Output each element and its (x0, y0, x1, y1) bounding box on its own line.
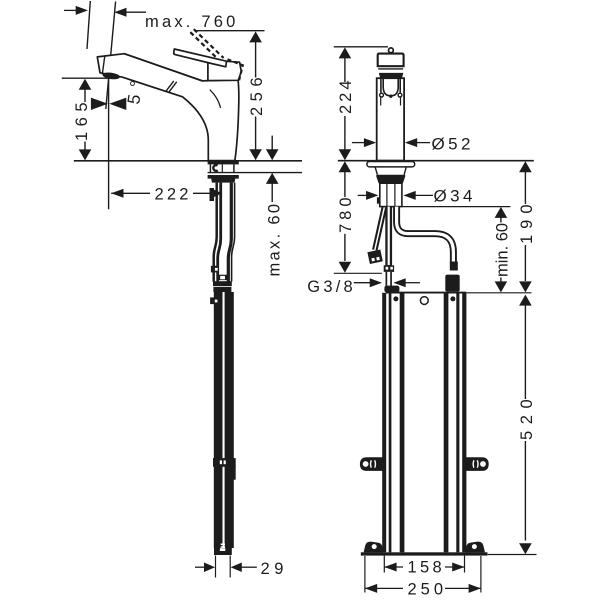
svg-text:250: 250 (408, 580, 448, 598)
svg-text:min. 60: min. 60 (494, 223, 512, 277)
svg-text:max. 760: max. 760 (145, 13, 238, 31)
svg-text:780: 780 (337, 193, 355, 233)
svg-text:165: 165 (73, 97, 91, 141)
svg-text:158: 158 (408, 558, 446, 576)
svg-text:222: 222 (155, 186, 192, 204)
svg-text:224: 224 (337, 77, 355, 114)
svg-text:G3/8: G3/8 (307, 278, 356, 296)
svg-text:Ø52: Ø52 (432, 135, 474, 154)
svg-text:190: 190 (518, 198, 536, 244)
svg-text:520: 520 (518, 393, 536, 440)
svg-text:29: 29 (261, 560, 289, 578)
svg-text:max. 60: max. 60 (266, 202, 284, 277)
svg-text:Ø34: Ø34 (434, 187, 476, 206)
svg-text:256: 256 (248, 72, 266, 116)
